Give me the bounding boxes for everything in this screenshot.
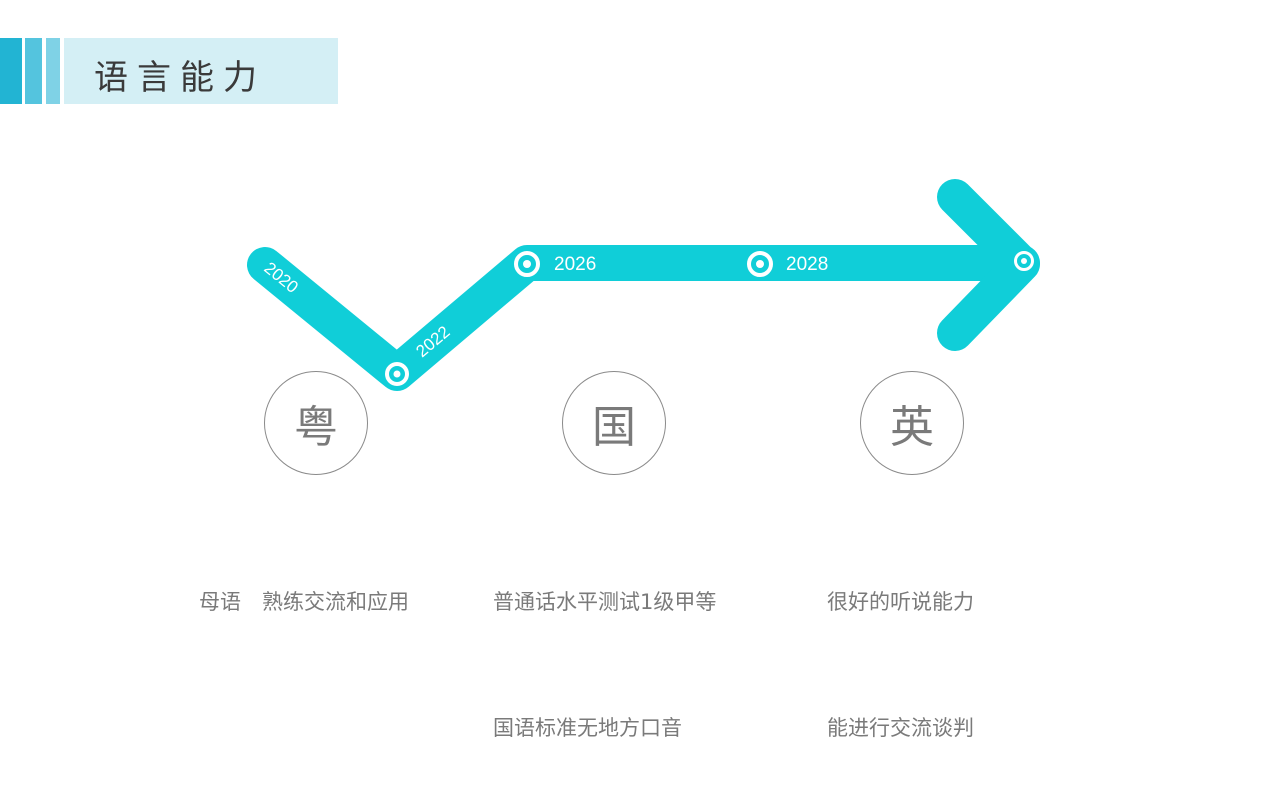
language-glyph: 英 [890,402,934,453]
language-glyph: 国 [592,402,636,453]
language-circle-mandarin: 国 [562,371,666,475]
page-title: 语言能力 [94,58,266,98]
desc-line: 国语标准无地方口音 [493,716,682,740]
timeline-marker-2022 [385,362,409,386]
timeline-marker-2028 [747,251,773,277]
timeline-marker-end [1014,251,1034,271]
desc-line: 很好的听说能力 [827,590,974,614]
year-label-2028: 2028 [786,254,828,275]
language-glyph: 粤 [294,402,338,453]
header-bar-2 [25,38,42,104]
desc-line: 普通话水平测试1级甲等 [493,590,717,614]
desc-line: 能进行交流谈判 [827,716,974,740]
language-circle-english: 英 [860,371,964,475]
language-desc-english: 很好的听说能力 能进行交流谈判 [827,497,974,791]
language-desc-mandarin: 普通话水平测试1级甲等 国语标准无地方口音 [493,497,716,791]
header-bar-3 [46,38,60,104]
timeline-marker-2026 [514,251,540,277]
language-circle-cantonese: 粤 [264,371,368,475]
header-bar-1 [0,38,22,104]
language-desc-cantonese: 母语 熟练交流和应用 [199,497,409,665]
year-label-2026: 2026 [554,254,596,275]
timeline-arrow: 2020 2022 2026 2028 [247,179,1040,391]
header-title-box: 语言能力 [64,38,338,104]
desc-line: 母语 熟练交流和应用 [199,590,409,614]
